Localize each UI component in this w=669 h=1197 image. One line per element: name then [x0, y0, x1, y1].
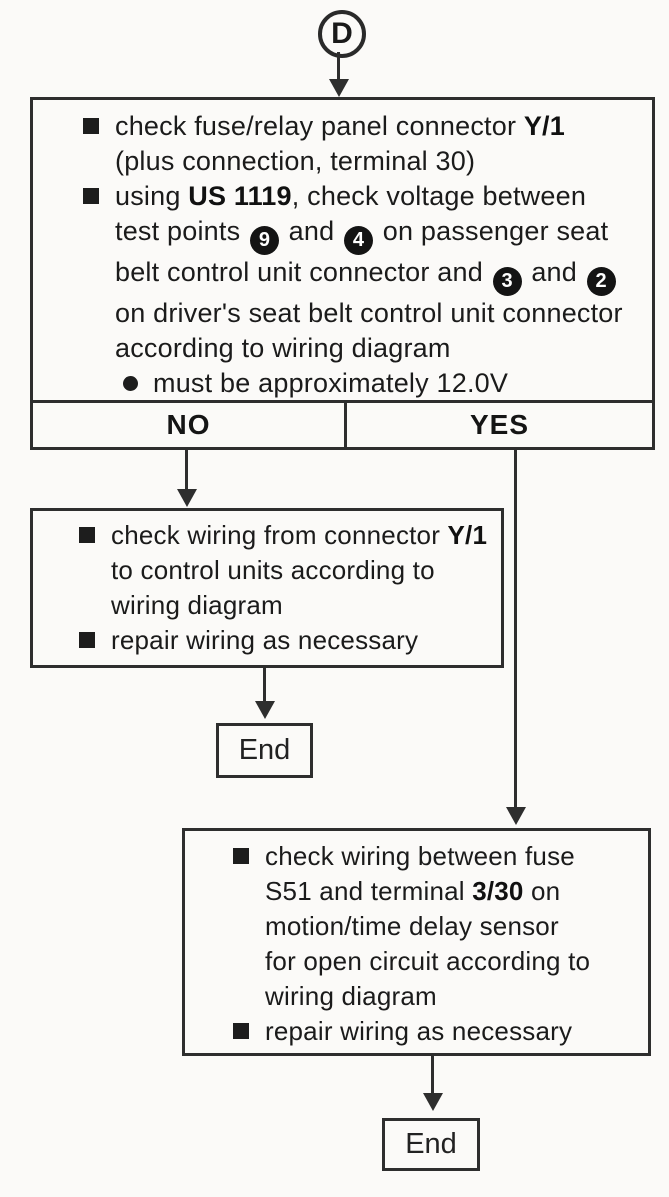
yes-branch-line — [514, 450, 517, 810]
list-item-text: check wiring between fuse S51 and termin… — [265, 841, 591, 1011]
arrow-down-icon — [506, 807, 526, 825]
decision-cell-yes: YES — [347, 403, 652, 447]
note-item-text: must be approximately 12.0V — [153, 368, 509, 398]
no-branch-box: check wiring from connector Y/1 to contr… — [30, 508, 504, 668]
arrow-down-icon — [423, 1093, 443, 1111]
start-connector-d-badge: D — [318, 10, 366, 58]
end-box-no: End — [216, 723, 313, 778]
square-bullet-icon — [83, 118, 99, 134]
square-bullet-icon — [233, 848, 249, 864]
start-connector-label: D — [331, 17, 353, 50]
main-check-list: check fuse/relay panel connector Y/1 (pl… — [33, 100, 652, 401]
list-item: using US 1119, check voltage between tes… — [83, 179, 624, 366]
yes-label: YES — [469, 409, 530, 440]
test-point-9-badge: 9 — [249, 226, 279, 255]
arrow-down-icon — [329, 79, 349, 97]
list-item: check wiring from connector Y/1 to contr… — [79, 518, 489, 623]
yes-branch-box: check wiring between fuse S51 and termin… — [182, 828, 651, 1056]
end-label: End — [238, 734, 291, 766]
dot-bullet-icon — [123, 376, 138, 391]
square-bullet-icon — [79, 527, 95, 543]
list-item-text: repair wiring as necessary — [111, 625, 419, 655]
list-item-text: repair wiring as necessary — [265, 1016, 573, 1046]
test-point-2-badge: 2 — [586, 267, 616, 296]
square-bullet-icon — [83, 188, 99, 204]
end-box-yes: End — [382, 1118, 480, 1171]
note-item: must be approximately 12.0V — [123, 366, 624, 401]
no-label: NO — [166, 409, 211, 440]
list-item-text: using US 1119, check voltage between tes… — [115, 181, 623, 363]
end-label: End — [405, 1128, 457, 1160]
test-point-3-badge: 3 — [492, 267, 522, 296]
list-item: repair wiring as necessary — [79, 623, 489, 658]
arrow-down-icon — [255, 701, 275, 719]
yes-branch-list: check wiring between fuse S51 and termin… — [185, 831, 648, 1049]
list-item: check fuse/relay panel connector Y/1 (pl… — [83, 109, 624, 179]
yes-end-line — [431, 1056, 434, 1096]
arrow-down-icon — [177, 489, 197, 507]
decision-row: NO YES — [30, 400, 655, 450]
no-branch-list: check wiring from connector Y/1 to contr… — [33, 511, 501, 658]
list-item: check wiring between fuse S51 and termin… — [233, 839, 596, 1014]
decision-cell-no: NO — [33, 403, 347, 447]
main-check-box: check fuse/relay panel connector Y/1 (pl… — [30, 97, 655, 403]
no-branch-line — [185, 450, 188, 492]
start-stem-line — [337, 52, 340, 82]
test-point-4-badge: 4 — [344, 226, 374, 255]
no-end-line — [263, 668, 266, 704]
list-item: repair wiring as necessary — [233, 1014, 596, 1049]
square-bullet-icon — [233, 1023, 249, 1039]
list-item-text: check fuse/relay panel connector Y/1 (pl… — [115, 111, 565, 176]
list-item-text: check wiring from connector Y/1 to contr… — [111, 520, 488, 620]
square-bullet-icon — [79, 632, 95, 648]
